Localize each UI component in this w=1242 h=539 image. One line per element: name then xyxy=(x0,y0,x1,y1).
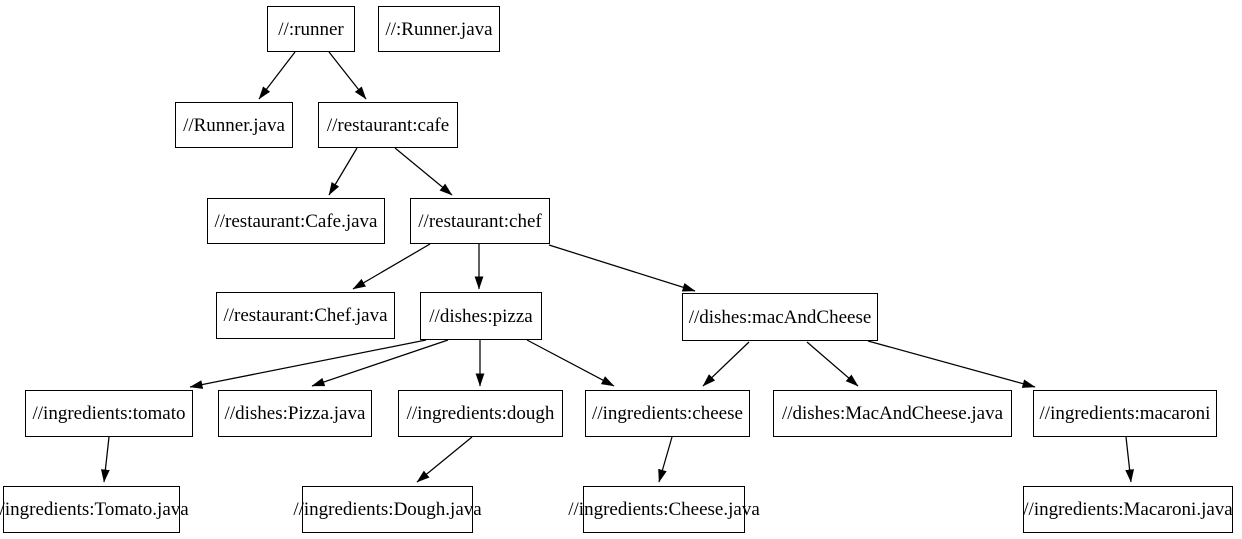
graph-node-cheese-java: //ingredients:Cheese.java xyxy=(568,486,760,533)
edge-dough-to-dough-java xyxy=(416,436,473,483)
graph-node-pizza: //dishes:pizza xyxy=(420,292,542,340)
graph-node-mac-and-cheese-java: //dishes:MacAndCheese.java xyxy=(773,390,1012,437)
graph-node-macaroni-java: //ingredients:Macaroni.java xyxy=(1023,486,1233,533)
graph-node-label: //dishes:MacAndCheese.java xyxy=(781,403,1004,424)
edge-macaroni-to-macaroni-java xyxy=(1125,436,1134,483)
graph-node-label: //ingredients:Cheese.java xyxy=(568,499,760,520)
graph-node-label: //:runner xyxy=(278,18,344,40)
graph-node-label: //ingredients:Dough.java xyxy=(293,499,482,520)
edge-pizza-to-pizza-java xyxy=(311,339,449,387)
graph-node-label: //Runner.java xyxy=(183,114,285,136)
graph-node-label: //restaurant:cafe xyxy=(326,114,450,136)
graph-node-dough: //ingredients:dough xyxy=(398,390,563,437)
edge-mac-and-cheese-to-cheese xyxy=(702,341,750,387)
graph-node-label: //ingredients:macaroni xyxy=(1039,403,1211,424)
graph-node-tomato-java: //ingredients:Tomato.java xyxy=(0,486,189,533)
graph-node-label: //ingredients:Macaroni.java xyxy=(1023,499,1233,520)
graph-node-label: //restaurant:Chef.java xyxy=(223,305,388,326)
edge-runner-to-runner-java xyxy=(258,51,296,100)
graph-node-label: //dishes:pizza xyxy=(429,305,533,327)
edge-cafe-to-cafe-java xyxy=(328,147,358,196)
edge-cheese-to-cheese-java xyxy=(658,436,673,483)
graph-node-mac-and-cheese: //dishes:macAndCheese xyxy=(682,293,878,341)
edge-mac-and-cheese-to-macaroni xyxy=(867,340,1036,388)
graph-node-chef: //restaurant:chef xyxy=(410,198,550,244)
graph-node-label: //ingredients:cheese xyxy=(592,403,743,424)
graph-node-macaroni: //ingredients:macaroni xyxy=(1033,390,1217,437)
edge-pizza-to-cheese xyxy=(526,339,615,387)
edge-chef-to-mac-and-cheese xyxy=(548,244,696,292)
edge-runner-to-cafe xyxy=(328,51,367,100)
graph-node-label: //ingredients:Tomato.java xyxy=(0,499,189,520)
graph-node-runner-java-target: //:Runner.java xyxy=(378,6,500,52)
edge-mac-and-cheese-to-mac-and-cheese-java xyxy=(806,341,859,387)
graph-node-label: //restaurant:Cafe.java xyxy=(214,210,378,232)
graph-node-pizza-java: //dishes:Pizza.java xyxy=(218,390,372,437)
graph-node-dough-java: //ingredients:Dough.java xyxy=(293,486,482,533)
graph-node-tomato: //ingredients:tomato xyxy=(25,390,193,437)
graph-node-label: //dishes:macAndCheese xyxy=(688,306,872,328)
graph-node-label: //ingredients:tomato xyxy=(32,403,186,424)
graph-node-runner-java: //Runner.java xyxy=(175,102,293,148)
graph-node-chef-java: //restaurant:Chef.java xyxy=(216,292,395,339)
edge-pizza-to-tomato xyxy=(189,339,427,389)
graph-node-runner: //:runner xyxy=(267,6,355,52)
graph-node-label: //:Runner.java xyxy=(385,18,493,40)
graph-node-label: //ingredients:dough xyxy=(406,403,555,424)
edge-tomato-to-tomato-java xyxy=(101,436,110,483)
graph-node-cheese: //ingredients:cheese xyxy=(585,390,750,437)
graph-node-label: //dishes:Pizza.java xyxy=(224,403,366,424)
graph-node-label: //restaurant:chef xyxy=(418,210,542,232)
graph-node-cafe-java: //restaurant:Cafe.java xyxy=(207,198,385,244)
edge-chef-to-chef-java xyxy=(352,243,431,290)
graph-node-cafe: //restaurant:cafe xyxy=(318,102,458,148)
edge-cafe-to-chef xyxy=(394,147,453,196)
